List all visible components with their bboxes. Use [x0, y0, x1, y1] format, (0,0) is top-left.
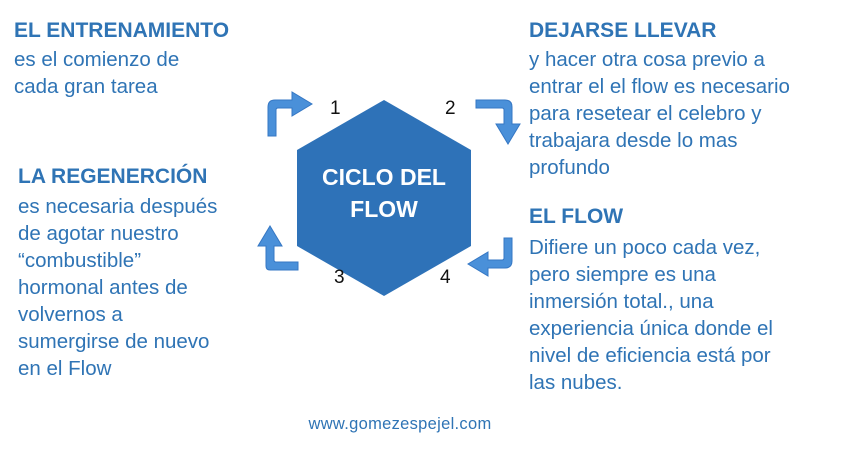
step-number-1: 1 — [330, 98, 341, 119]
flow-line: nivel de eficiencia está por — [529, 344, 771, 367]
flow-line: las nubes. — [529, 371, 623, 394]
training-block: EL ENTRENAMIENTO es el comienzo de cada … — [14, 18, 256, 100]
regeneration-line: hormonal antes de — [18, 276, 188, 299]
let-go-line: para resetear el celebro y — [529, 102, 762, 125]
flow-block: EL FLOW Difiere un poco cada vez, pero s… — [529, 204, 828, 396]
regeneration-line: sumergirse de nuevo — [18, 330, 210, 353]
let-go-block: DEJARSE LLEVAR y hacer otra cosa previo … — [529, 18, 828, 181]
regeneration-line: de agotar nuestro — [18, 222, 179, 245]
training-heading: EL ENTRENAMIENTO — [14, 19, 230, 42]
step-number-4: 4 — [440, 267, 451, 288]
flow-heading: EL FLOW — [529, 205, 624, 228]
regeneration-line: volvernos a — [18, 303, 123, 326]
cycle-title-line1: CICLO DEL — [322, 164, 446, 190]
arrow-down-icon — [475, 99, 521, 145]
cycle-title-line2: FLOW — [350, 196, 418, 222]
cycle-hexagon — [297, 100, 471, 296]
training-line: es el comienzo de — [14, 48, 180, 71]
step-number-3: 3 — [334, 267, 345, 288]
flow-line: pero siempre es una — [529, 263, 716, 286]
let-go-line: y hacer otra cosa previo a — [529, 48, 765, 71]
flow-line: inmersión total., una — [529, 290, 714, 313]
flow-line: experiencia única donde el — [529, 317, 773, 340]
regeneration-block: LA REGENERCIÓN es necesaria después de a… — [18, 164, 240, 382]
let-go-heading: DEJARSE LLEVAR — [529, 19, 717, 42]
flow-line: Difiere un poco cada vez, — [529, 236, 761, 259]
regeneration-line: “combustible” — [18, 249, 142, 272]
regeneration-line: es necesaria después — [18, 195, 218, 218]
arrow-left-icon — [467, 237, 513, 277]
let-go-line: profundo — [529, 156, 610, 179]
training-line: cada gran tarea — [14, 75, 158, 98]
arrow-right-icon — [267, 91, 313, 137]
let-go-line: entrar el el flow es necesario — [529, 75, 790, 98]
arrow-up-icon — [257, 225, 299, 271]
regeneration-line: en el Flow — [18, 357, 112, 380]
website-footer: www.gomezespejel.com — [308, 415, 492, 433]
step-number-2: 2 — [445, 98, 456, 119]
let-go-line: trabajara desde lo mas — [529, 129, 738, 152]
regeneration-heading: LA REGENERCIÓN — [18, 165, 208, 188]
